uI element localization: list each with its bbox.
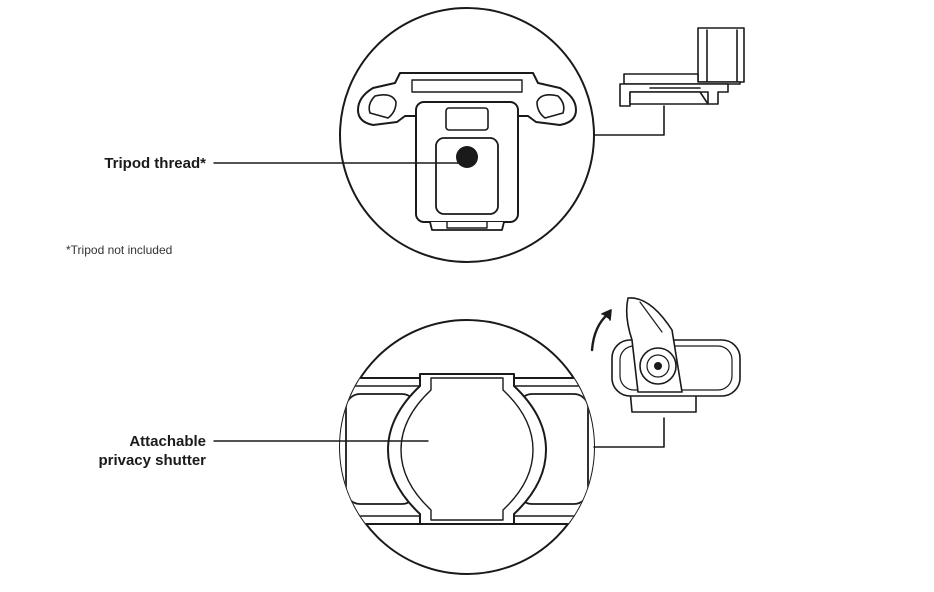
rotate-arrow-icon bbox=[590, 312, 610, 352]
tripod-footnote: *Tripod not included bbox=[66, 243, 173, 257]
privacy-shutter-label: Attachable privacy shutter bbox=[98, 432, 206, 470]
privacy-shutter-zoom-circle bbox=[339, 319, 595, 575]
privacy-shutter-text-line2: privacy shutter bbox=[98, 452, 206, 469]
webcam-with-shutter-illustration bbox=[590, 297, 741, 413]
tripod-thread-zoom-circle bbox=[339, 7, 595, 263]
bottom-connector-line bbox=[593, 417, 665, 448]
privacy-shutter-text-line1: Attachable bbox=[129, 433, 206, 450]
top-connector-line bbox=[593, 105, 665, 136]
privacy-shutter bbox=[387, 373, 547, 525]
tripod-thread-label: Tripod thread* bbox=[104, 154, 206, 173]
tripod-thread-hole-icon bbox=[456, 146, 478, 168]
webcam-side-view-illustration bbox=[619, 27, 745, 107]
tripod-thread-text: Tripod thread* bbox=[104, 155, 206, 172]
